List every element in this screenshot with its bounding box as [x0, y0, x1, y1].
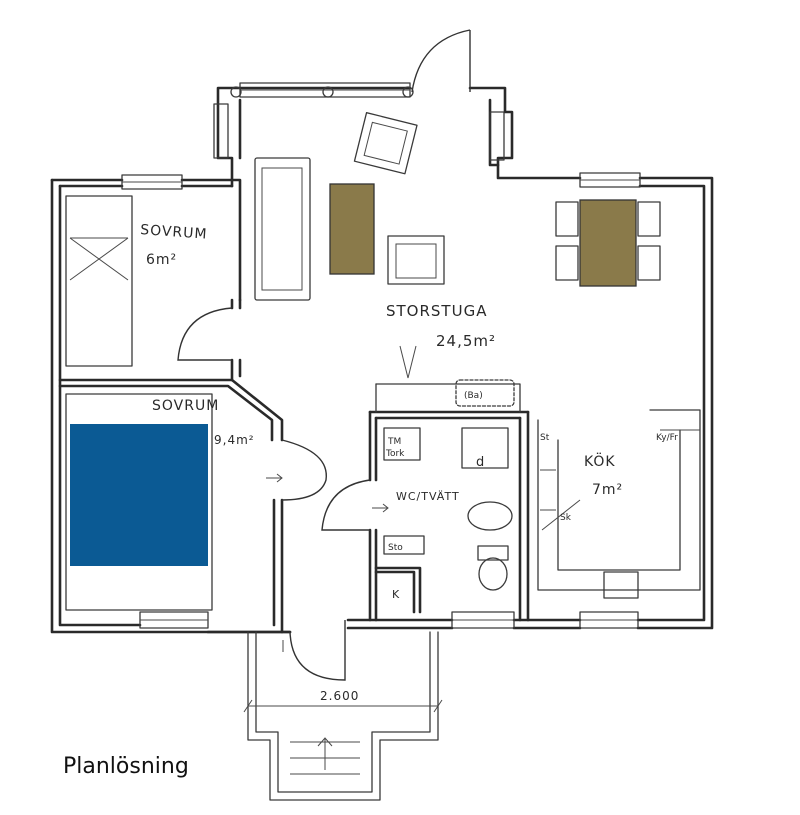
room-name-wc: WC/TVÄTT [396, 490, 460, 503]
windows [121, 82, 641, 629]
room-area-kok: 7m² [592, 482, 623, 498]
label-sk: Sk [560, 513, 572, 523]
doors [177, 29, 471, 681]
label-d: d [476, 455, 484, 470]
label-st: St [540, 433, 550, 443]
dining-table [579, 199, 637, 287]
label-sto: Sto [388, 543, 403, 553]
label-tork: Tork [385, 449, 405, 459]
room-name-storstuga: STORSTUGA [386, 302, 487, 320]
room-area-sovrum-2: 9,4m² [214, 433, 255, 447]
room-name-kok: KÖK [584, 452, 616, 470]
double-bed [70, 424, 208, 566]
coffee-table [329, 183, 375, 275]
interior-walls [58, 298, 530, 634]
room-name-sovrum-2: SOVRUM [152, 398, 219, 414]
furniture [65, 112, 701, 611]
label-k: K [392, 588, 400, 601]
label-ba: (Ba) [464, 391, 483, 401]
entry-porch [243, 631, 443, 801]
plan-caption: Planlösning [63, 754, 189, 779]
label-ky-fr: Ky/Fr [656, 433, 678, 443]
room-area-storstuga: 24,5m² [436, 332, 496, 350]
room-labels: SOVRUM 6m² SOVRUM 9,4m² STORSTUGA 24,5m²… [140, 222, 678, 703]
dimension-label: 2.600 [320, 689, 359, 703]
entry-arrows [266, 345, 417, 652]
label-tm: TM [387, 437, 401, 447]
room-name-sovrum-1: SOVRUM [140, 222, 208, 243]
room-area-sovrum-1: 6m² [146, 252, 177, 268]
